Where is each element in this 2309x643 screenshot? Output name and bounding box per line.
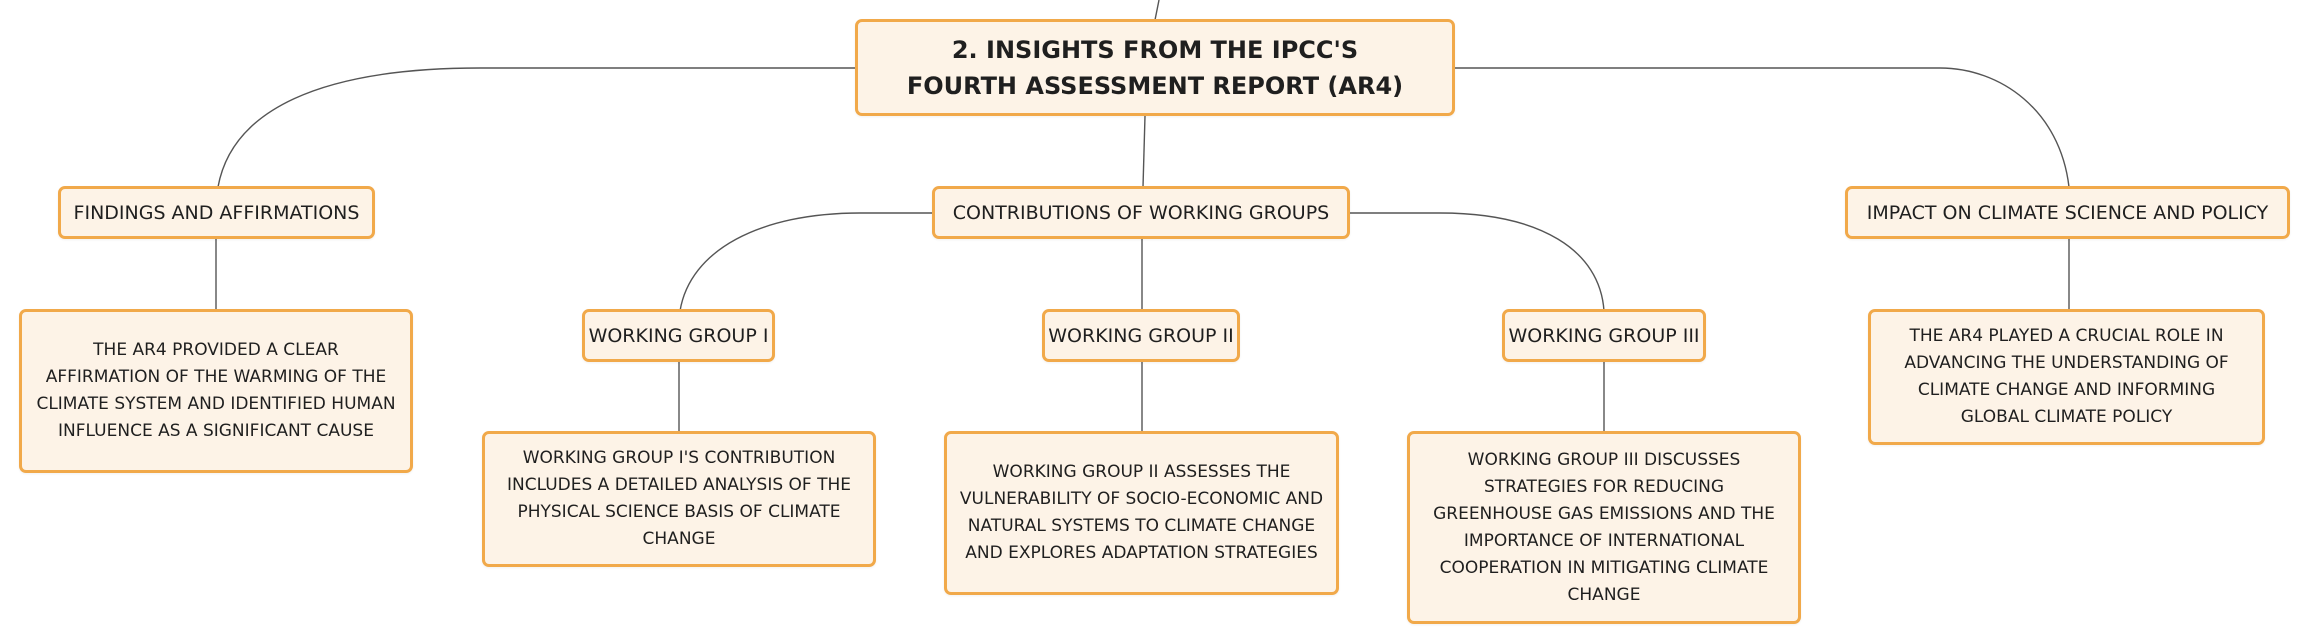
- connector-root-contributions: [1142, 115, 1146, 188]
- contributions-label: CONTRIBUTIONS OF WORKING GROUPS: [952, 201, 1330, 224]
- connector-contributions-wg1: [679, 212, 932, 312]
- wg2-detail-node[interactable]: WORKING GROUP II ASSESSES THE VULNERABIL…: [944, 431, 1339, 595]
- wg1-detail-node[interactable]: WORKING GROUP I'S CONTRIBUTION INCLUDES …: [482, 431, 876, 567]
- wg2-detail-text: WORKING GROUP II ASSESSES THE VULNERABIL…: [959, 462, 1324, 563]
- wg1-node[interactable]: WORKING GROUP I: [582, 309, 775, 362]
- wg3-node[interactable]: WORKING GROUP III: [1502, 309, 1706, 362]
- impact-node[interactable]: IMPACT ON CLIMATE SCIENCE AND POLICY: [1845, 186, 2290, 239]
- wg2-node[interactable]: WORKING GROUP II: [1042, 309, 1240, 362]
- findings-label: FINDINGS AND AFFIRMATIONS: [73, 201, 360, 224]
- impact-detail-text: THE AR4 PLAYED A CRUCIAL ROLE IN ADVANCI…: [1904, 326, 2229, 427]
- wg3-detail-node[interactable]: WORKING GROUP III DISCUSSES STRATEGIES F…: [1407, 431, 1801, 624]
- contributions-node[interactable]: CONTRIBUTIONS OF WORKING GROUPS: [932, 186, 1350, 239]
- root-node[interactable]: 2. INSIGHTS FROM THE IPCC'S FOURTH ASSES…: [855, 19, 1455, 116]
- wg1-detail-text: WORKING GROUP I'S CONTRIBUTION INCLUDES …: [506, 448, 852, 549]
- findings-detail-text: THE AR4 PROVIDED A CLEAR AFFIRMATION OF …: [36, 340, 396, 441]
- wg1-label: WORKING GROUP I: [588, 324, 769, 347]
- wg3-detail-text: WORKING GROUP III DISCUSSES STRATEGIES F…: [1433, 449, 1775, 605]
- impact-label: IMPACT ON CLIMATE SCIENCE AND POLICY: [1866, 201, 2269, 224]
- impact-detail-node[interactable]: THE AR4 PLAYED A CRUCIAL ROLE IN ADVANCI…: [1868, 309, 2265, 445]
- findings-detail-node[interactable]: THE AR4 PROVIDED A CLEAR AFFIRMATION OF …: [19, 309, 413, 473]
- wg3-label: WORKING GROUP III: [1508, 324, 1700, 347]
- wg2-label: WORKING GROUP II: [1048, 324, 1234, 347]
- connector-contributions-wg3: [1350, 212, 1605, 312]
- findings-node[interactable]: FINDINGS AND AFFIRMATIONS: [58, 186, 375, 239]
- connector-root-findings: [217, 67, 856, 188]
- connector-root-impact: [1454, 67, 2070, 188]
- root-title: 2. INSIGHTS FROM THE IPCC'S FOURTH ASSES…: [906, 35, 1404, 100]
- connector-incoming: [1154, 0, 1160, 21]
